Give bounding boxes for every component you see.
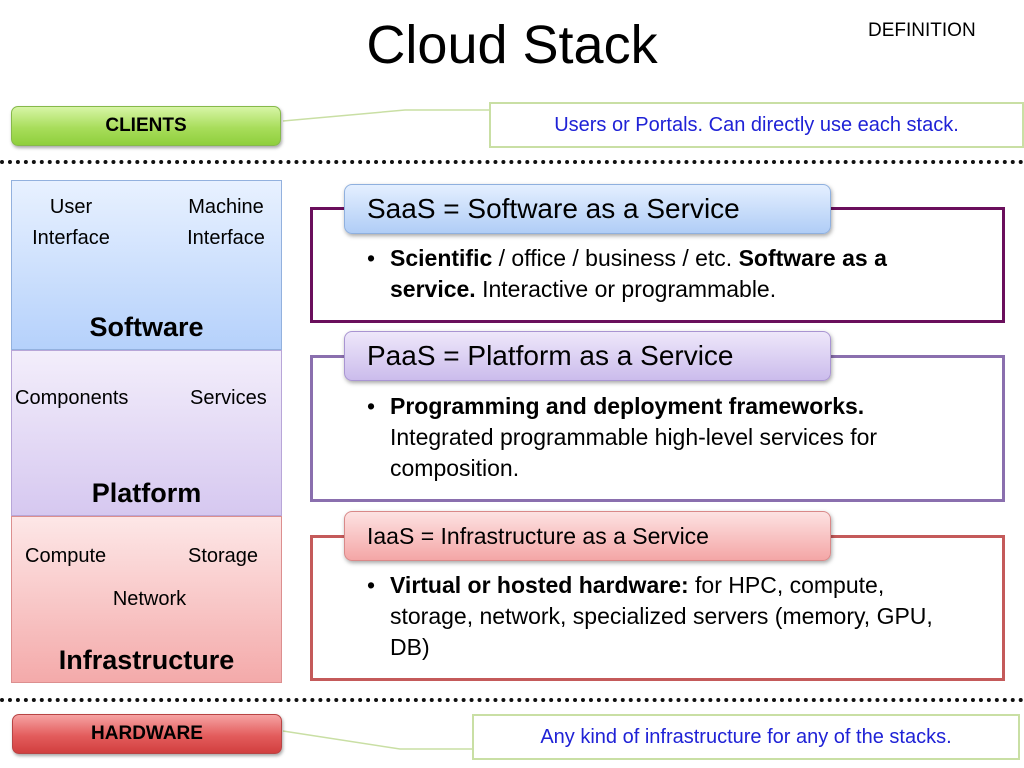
network-label: Network [112, 588, 187, 610]
iaas-text-1: for HPC, compute, storage, network, spec… [390, 572, 933, 660]
iaas-bullet: • Virtual or hosted hardware: for HPC, c… [367, 570, 967, 663]
user-interface-line1: User [49, 196, 93, 218]
compute-label: Compute [25, 545, 107, 567]
components-label: Components [15, 387, 129, 409]
clients-pill: CLIENTS [11, 106, 281, 146]
software-layer: User Interface Machine Interface Softwar… [11, 180, 282, 350]
clients-connector [282, 109, 490, 122]
user-interface-label: User Interface [26, 192, 116, 254]
paas-bullet-text: Programming and deployment frameworks. I… [390, 391, 967, 484]
bullet-icon: • [367, 572, 376, 598]
top-dotted-divider [0, 160, 1024, 164]
saas-text-1: / office / business / etc. [492, 245, 739, 271]
iaas-header: IaaS = Infrastructure as a Service [344, 511, 831, 561]
bullet-icon: • [367, 393, 376, 419]
services-label: Services [190, 387, 267, 409]
paas-bullet: • Programming and deployment frameworks.… [367, 391, 967, 484]
machine-interface-line2: Interface [187, 227, 265, 249]
infrastructure-layer-name: Infrastructure [58, 645, 235, 675]
platform-layer-name: Platform [91, 478, 202, 508]
paas-header: PaaS = Platform as a Service [344, 331, 831, 381]
user-interface-line2: Interface [32, 227, 110, 249]
infrastructure-layer: Compute Storage Network Infrastructure [11, 516, 282, 683]
iaas-bullet-text: Virtual or hosted hardware: for HPC, com… [390, 570, 967, 663]
machine-interface-label: Machine Interface [176, 192, 276, 254]
software-layer-name: Software [89, 312, 204, 342]
paas-bold-1: Programming and deployment frameworks. [390, 393, 865, 419]
saas-bold-1: Scientific [390, 245, 493, 271]
hardware-callout: Any kind of infrastructure for any of th… [472, 714, 1020, 760]
definition-label: DEFINITION [868, 20, 976, 41]
hardware-connector [282, 730, 472, 750]
bullet-icon: • [367, 245, 376, 271]
machine-interface-line1: Machine [188, 196, 264, 218]
saas-text-2: Interactive or programmable. [475, 276, 777, 302]
hardware-pill: HARDWARE [12, 714, 282, 754]
iaas-bold-1: Virtual or hosted hardware: [390, 572, 689, 598]
saas-bullet-text: Scientific / office / business / etc. So… [390, 243, 967, 305]
page-title: Cloud Stack [366, 15, 658, 75]
bottom-dotted-divider [0, 698, 1024, 702]
storage-label: Storage [188, 545, 259, 567]
saas-bold-2: Software as a service. [390, 245, 887, 302]
saas-bullet: • Scientific / office / business / etc. … [367, 243, 967, 305]
saas-header: SaaS = Software as a Service [344, 184, 831, 234]
paas-text-1: Integrated programmable high-level servi… [390, 424, 878, 481]
platform-layer: Components Services Platform [11, 350, 282, 516]
clients-callout: Users or Portals. Can directly use each … [489, 102, 1024, 148]
